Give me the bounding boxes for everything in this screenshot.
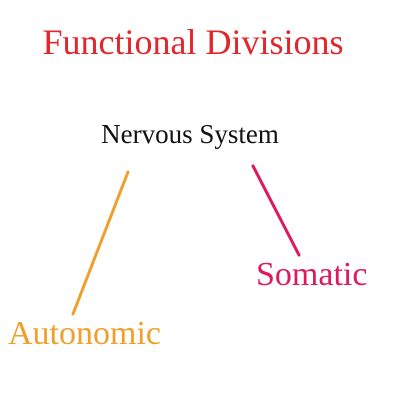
branch-autonomic: Autonomic: [8, 315, 161, 352]
diagram-title: Functional Divisions: [42, 22, 344, 62]
branch-somatic: Somatic: [256, 256, 368, 293]
connector-somatic: [251, 164, 301, 257]
root-node-nervous-system: Nervous System: [101, 119, 279, 149]
connector-autonomic: [71, 170, 130, 316]
